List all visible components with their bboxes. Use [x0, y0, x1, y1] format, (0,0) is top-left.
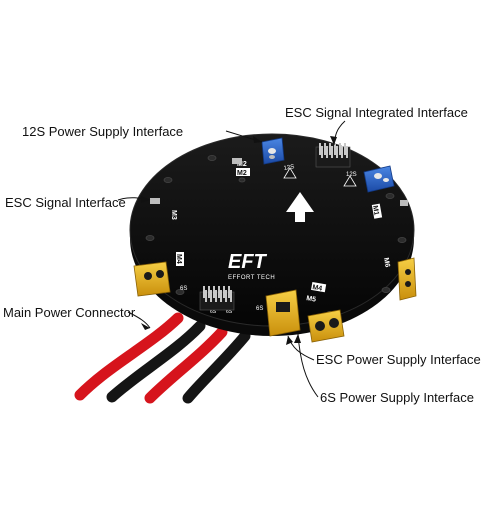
motor-label-m2: M2 M2 [236, 161, 250, 177]
brand-logo: EFT [228, 251, 268, 273]
yellow-connector-esc-power [265, 289, 301, 337]
esc-signal-integrated-header [315, 143, 351, 168]
motor-label-m4-text: M4 [312, 284, 323, 293]
motor-label-m3: M3 [170, 210, 177, 220]
cable-red-2 [144, 326, 228, 404]
motor-label-m2-text-b: M2 [237, 161, 247, 168]
blue-connector-12s-left [261, 137, 285, 165]
motor-label-m4: M4 [311, 281, 327, 293]
pointer-6s [297, 333, 319, 398]
esc-signal-header-left [150, 198, 160, 204]
callout-main-power-connector: Main Power Connector [3, 305, 136, 320]
motor-label-m5: M5 [306, 295, 317, 304]
pointer-esc-integrated [333, 120, 346, 146]
callout-12s-power-supply: 12S Power Supply Interface [22, 124, 184, 139]
port-label-12s: 12S [283, 164, 295, 172]
callout-esc-power-supply: ESC Power Supply Interface [316, 352, 481, 367]
yellow-connector-6s [307, 309, 345, 343]
yellow-connector-left [133, 261, 171, 297]
motor-label-m1-text: M1 [371, 205, 380, 216]
blue-connector-12s-right [363, 165, 395, 193]
motor-label-m3-text: M3 [170, 210, 177, 220]
motor-label-m6: M6 [382, 257, 391, 268]
pointer-arrowheads [141, 136, 337, 345]
cable-black-1 [106, 320, 206, 403]
port-label-6s-left: 6S [180, 286, 187, 292]
brand-name: EFFORT TECH [228, 275, 275, 281]
warning-icon-right [343, 175, 357, 187]
yellow-connector-right [397, 257, 417, 301]
callout-esc-signal: ESC Signal Interface [5, 195, 126, 210]
port-label-6s-right: 6S [256, 306, 263, 312]
callout-esc-signal-integrated: ESC Signal Integrated Interface [285, 105, 468, 120]
pdb-board: EFT EFFORT TECH M2 M2 M3 M4 M5 M4 [129, 133, 415, 336]
port-label-12s-right: 12S [346, 172, 357, 178]
esc-signal-header-top [232, 158, 242, 164]
esc-signal-header-lower [199, 286, 235, 311]
esc-signal-header-right [400, 200, 408, 206]
callout-6s-power-supply: 6S Power Supply Interface [320, 390, 474, 405]
main-power-cables [74, 312, 251, 404]
motor-label-m1: M1 [371, 203, 383, 219]
forward-arrow-icon [286, 192, 314, 222]
cable-black-2 [182, 330, 251, 404]
motor-label-m5-text: M5 [306, 295, 317, 304]
warning-icon-top [283, 167, 297, 179]
motor-label-m4-left-text: M4 [175, 254, 182, 264]
motor-label-m4-left: M4 [175, 252, 184, 266]
port-label-6s-mid: 6S [226, 309, 233, 315]
motor-label-m6-text: M6 [382, 257, 391, 268]
motor-label-m2-text: M2 [237, 170, 247, 177]
port-label-6s-mid-b: 6S [210, 309, 217, 315]
pointer-main-power [127, 311, 151, 329]
cable-red-1 [74, 312, 184, 401]
